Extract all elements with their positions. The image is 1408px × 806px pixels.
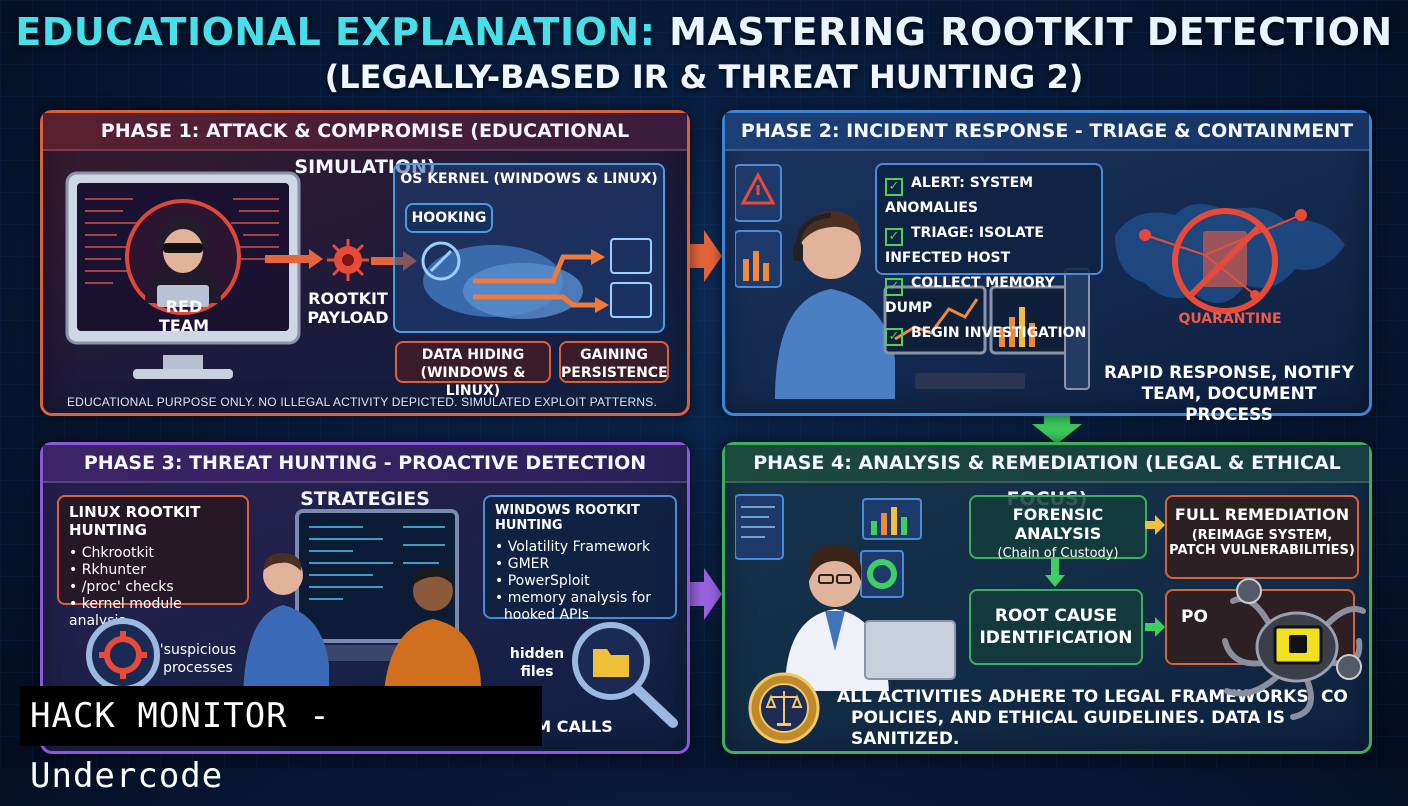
phase4-footer-line2: POLICIES, AND ETHICAL GUIDELINES. DATA I… xyxy=(851,708,1285,749)
root-cause-line1: ROOT CAUSE xyxy=(994,606,1118,626)
windows-hunting-box: WINDOWS ROOTKIT HUNTING • Volatility Fra… xyxy=(483,495,677,623)
checklist-item: ✓ALERT: SYSTEM ANOMALIES xyxy=(885,175,1034,216)
system-calls-label: M CALLS xyxy=(535,717,613,736)
hidden-line1: hidden xyxy=(509,646,565,662)
phase1-header: PHASE 1: ATTACK & COMPROMISE (EDUCATIONA… xyxy=(43,113,687,178)
persistence-line1: GAINING xyxy=(580,347,648,363)
phase2-header: PHASE 2: INCIDENT RESPONSE - TRIAGE & CO… xyxy=(725,113,1369,151)
check-icon: ✓ xyxy=(885,228,903,246)
forensic-analysis-box: FORENSIC ANALYSIS (Chain of Custody) xyxy=(969,495,1147,561)
payload-line1: ROOTKIT xyxy=(308,289,388,308)
list-item: • Chkrootkit xyxy=(69,545,155,561)
file-magnifier-icon xyxy=(572,622,678,728)
legal-seal-icon xyxy=(748,672,820,744)
forensic-sub: (Chain of Custody) xyxy=(997,546,1119,561)
hooking-box: HOOKING xyxy=(405,203,493,233)
arrow-phase3-to-phase4 xyxy=(684,568,722,620)
phase2-footer-line2: TEAM, DOCUMENT PROCESS xyxy=(1141,384,1317,425)
data-hiding-line2: (WINDOWS & LINUX) xyxy=(420,365,526,399)
data-hiding-box: DATA HIDING (WINDOWS & LINUX) xyxy=(395,341,551,399)
arrow-to-payload xyxy=(265,249,323,269)
persistence-box: GAINING PERSISTENCE xyxy=(559,341,669,383)
root-cause-box: ROOT CAUSE IDENTIFICATION xyxy=(969,589,1143,665)
page-title: EDUCATIONAL EXPLANATION: MASTERING ROOTK… xyxy=(0,10,1408,54)
phase4-footer-line1: ALL ACTIVITIES ADHERE TO LEGAL FRAMEWORK… xyxy=(837,687,1348,707)
os-kernel-label: OS KERNEL (WINDOWS & LINUX) xyxy=(400,171,658,187)
checklist-item: ✓COLLECT MEMORY DUMP xyxy=(885,275,1055,316)
list-item: • GMER xyxy=(495,556,550,572)
phase2-footer: RAPID RESPONSE, NOTIFY TEAM, DOCUMENT PR… xyxy=(1101,363,1357,426)
phase2-footer-line1: RAPID RESPONSE, NOTIFY xyxy=(1104,363,1354,383)
title-part2: MASTERING ROOTKIT DETECTION xyxy=(669,10,1393,54)
forensic-title: FORENSIC ANALYSIS xyxy=(1012,505,1104,543)
remediation-sub2: PATCH VULNERABILITIES) xyxy=(1169,543,1355,558)
arrow-phase2-to-phase4 xyxy=(1032,410,1082,444)
red-team-monitor-illustration xyxy=(65,171,301,379)
hidden-line2: files xyxy=(520,664,554,680)
suspicious-line2: processes xyxy=(163,660,233,676)
phase3-header: PHASE 3: THREAT HUNTING - PROACTIVE DETE… xyxy=(43,445,687,510)
windows-hunting-title: WINDOWS ROOTKIT HUNTING xyxy=(495,503,640,533)
linux-hunting-box: LINUX ROOTKIT HUNTING • Chkrootkit • Rkh… xyxy=(57,495,249,629)
quarantine-map-illustration xyxy=(1115,203,1345,314)
phase1-disclaimer: EDUCATIONAL PURPOSE ONLY. NO ILLEGAL ACT… xyxy=(66,395,658,409)
forensic-analyst-illustration xyxy=(735,494,956,691)
checklist-item: ✓TRIAGE: ISOLATE INFECTED HOST xyxy=(885,225,1044,266)
triage-checklist: ✓ALERT: SYSTEM ANOMALIES ✓TRIAGE: ISOLAT… xyxy=(875,163,1103,346)
root-cause-line2: IDENTIFICATION xyxy=(979,628,1133,648)
arrow-root-cause-to-post xyxy=(1145,617,1165,637)
check-icon: ✓ xyxy=(885,178,903,196)
hidden-files-label: hidden files xyxy=(505,645,569,681)
payload-line2: PAYLOAD xyxy=(307,308,389,327)
suspicious-line1: 'suspicious xyxy=(159,642,237,658)
linux-hunting-title: LINUX ROOTKIT HUNTING xyxy=(69,503,201,539)
watermark-banner: HACK MONITOR - Undercode xyxy=(20,686,542,796)
data-hiding-line1: DATA HIDING xyxy=(421,347,525,363)
virus-icon xyxy=(327,239,369,281)
post-incident-label: PO xyxy=(1181,607,1208,627)
phase1-panel: PHASE 1: ATTACK & COMPROMISE (EDUCATIONA… xyxy=(40,110,690,416)
full-remediation-box: FULL REMEDIATION (REIMAGE SYSTEM, PATCH … xyxy=(1165,495,1359,579)
arrow-phase1-to-phase2 xyxy=(684,230,722,282)
suspicious-processes-label: 'suspicious processes xyxy=(155,641,241,677)
octopus-mascot-icon xyxy=(1222,578,1366,720)
check-icon: ✓ xyxy=(885,328,903,346)
phase4-footer: ALL ACTIVITIES ADHERE TO LEGAL FRAMEWORK… xyxy=(837,687,1357,750)
list-item: • PowerSploit xyxy=(495,573,590,589)
arrow-forensic-to-root-cause xyxy=(1045,557,1065,587)
rootkit-payload-label: ROOTKIT PAYLOAD xyxy=(305,289,391,327)
remediation-sub1: (REIMAGE SYSTEM, xyxy=(1191,528,1333,543)
persistence-line2: PERSISTENCE xyxy=(561,365,668,381)
checklist-item: ✓BEGIN INVESTIGATION xyxy=(885,321,1093,346)
list-item: • Rkhunter xyxy=(69,562,147,578)
list-item: hooked APIs xyxy=(503,607,589,623)
phase4-panel: PHASE 4: ANALYSIS & REMEDIATION (LEGAL &… xyxy=(722,442,1372,754)
check-icon: ✓ xyxy=(885,278,903,296)
list-item: • memory analysis for xyxy=(495,590,652,606)
arrow-forensic-to-remediation xyxy=(1145,515,1165,535)
list-item: • Volatility Framework xyxy=(495,539,651,555)
analyst-workstation-illustration xyxy=(735,164,1090,399)
red-team-label: RED TEAM xyxy=(158,297,210,335)
phase2-panel: PHASE 2: INCIDENT RESPONSE - TRIAGE & CO… xyxy=(722,110,1372,425)
list-item: • /proc' checks xyxy=(69,579,174,595)
page-subtitle: (LEGALLY-BASED IR & THREAT HUNTING 2) xyxy=(324,58,1084,96)
quarantine-label: QUARANTINE xyxy=(1178,311,1282,327)
kernel-cloud-illustration xyxy=(421,238,652,319)
remediation-title: FULL REMEDIATION xyxy=(1174,505,1350,524)
phase3-panel: PHASE 3: THREAT HUNTING - PROACTIVE DETE… xyxy=(40,442,690,754)
phase4-header: PHASE 4: ANALYSIS & REMEDIATION (LEGAL &… xyxy=(725,445,1369,510)
title-part1: EDUCATIONAL EXPLANATION: xyxy=(15,10,656,54)
